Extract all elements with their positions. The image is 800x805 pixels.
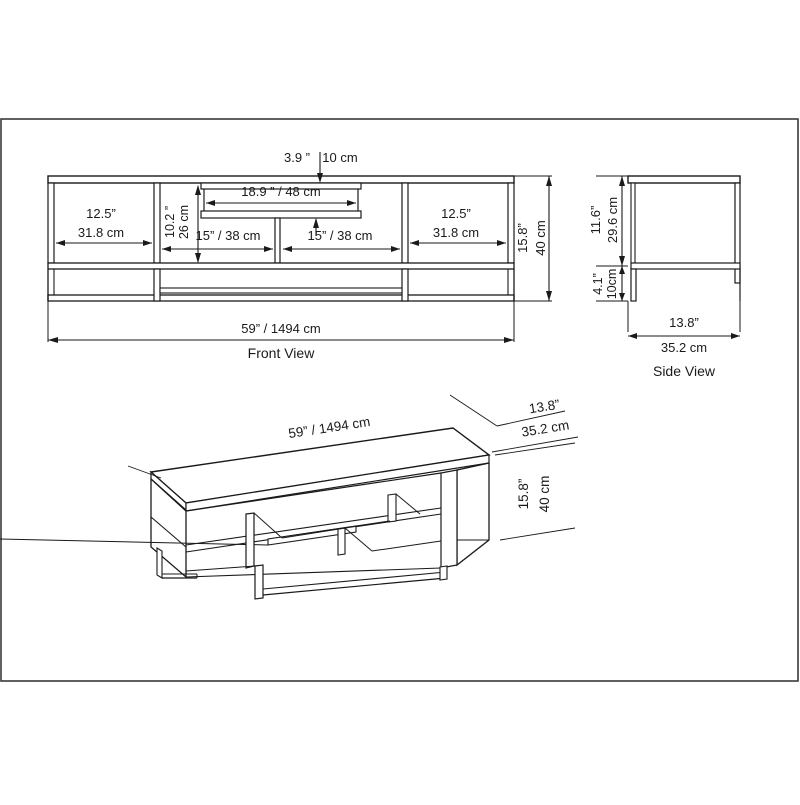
front-top-plate — [47, 175, 515, 184]
front-center-shelf-width-label: 18.9 ” / 48 cm — [241, 184, 320, 199]
front-right-compartment-dimline — [410, 240, 506, 246]
persp-height-cm-label: 40 cm — [537, 476, 552, 513]
front-right-divider — [401, 182, 409, 264]
front-left-side-panel — [47, 182, 55, 264]
front-overall-height-dimline — [546, 176, 552, 301]
side-body-height-cm-label: 29.6 cm — [605, 197, 620, 243]
persp-front-mid-rail — [185, 507, 442, 546]
persp-base-rail-front2 — [262, 571, 447, 590]
front-view-label: Front View — [248, 345, 316, 361]
persp-depth-in-label: 13.8” — [528, 397, 561, 417]
front-inner-height-in-label: 10.2 ” — [163, 206, 177, 238]
front-lower-right-post — [401, 268, 409, 302]
front-right-compartment-in-label: 12.5” — [441, 206, 471, 221]
front-width-extension-lines — [47, 301, 515, 342]
persp-front-bottom-rail — [185, 567, 442, 578]
persp-right-divider-post — [440, 469, 458, 569]
front-left-compartment-in-label: 12.5” — [86, 206, 116, 221]
front-overall-height-in-label: 15.8” — [515, 223, 530, 253]
front-overall-width-label: 59” / 1494 cm — [241, 321, 321, 336]
persp-interior-diag-3 — [395, 493, 421, 515]
side-depth-extension-lines — [627, 301, 741, 332]
front-bay-right-dimline — [283, 246, 400, 252]
front-inner-height-cm-label: 26 cm — [177, 205, 191, 239]
side-top-plate — [627, 175, 741, 184]
side-leg-height-dimline — [619, 266, 625, 301]
front-center-shelf-thickness-arrow — [313, 218, 319, 236]
front-left-compartment-cm-label: 31.8 cm — [78, 225, 124, 240]
side-depth-cm-label: 35.2 cm — [661, 340, 707, 355]
drawing-frame-border — [0, 118, 799, 682]
persp-center-shelf-thickness — [267, 525, 357, 546]
persp-base-post-right — [439, 565, 448, 581]
persp-center-shelf-edge — [0, 538, 269, 546]
persp-left-leg-outer — [156, 547, 163, 579]
front-shelf-thickness-dimline — [317, 152, 323, 183]
front-lower-left-post — [153, 268, 161, 302]
persp-depth-leader-3 — [491, 436, 579, 453]
side-view-label: Side View — [653, 363, 716, 379]
side-depth-dimline — [628, 333, 740, 339]
persp-height-leader-bottom — [499, 527, 576, 541]
persp-interior-post-right — [387, 493, 397, 523]
front-lower-shelf — [47, 262, 515, 270]
front-center-shelf-top — [200, 182, 362, 190]
persp-left-panel-shelf-line — [150, 516, 187, 548]
front-right-side-panel — [507, 182, 515, 264]
side-bottom-panel — [630, 262, 741, 270]
persp-height-in-label: 15.8” — [516, 479, 531, 510]
front-bay-left-dimline — [162, 246, 273, 252]
front-center-shelf-bottom — [200, 210, 362, 219]
persp-interior-post-left — [245, 512, 255, 569]
front-overall-height-cm-label: 40 cm — [533, 220, 548, 255]
front-left-divider — [153, 182, 161, 264]
persp-height-leader-top — [494, 442, 576, 456]
persp-interior-back-edge — [281, 520, 391, 539]
front-left-compartment-dimline — [56, 240, 152, 246]
persp-interior-back-edge2 — [371, 540, 442, 552]
persp-base-post-left — [254, 564, 264, 600]
front-bottom-base-rail — [47, 294, 515, 302]
front-bay-left-label: 15” / 38 cm — [195, 228, 260, 243]
front-lower-inner-rail — [159, 287, 403, 294]
persp-interior-post-mid — [337, 527, 346, 556]
side-leg-height-in-label: 4.1” — [591, 273, 605, 295]
persp-front-top-rail — [185, 472, 442, 512]
persp-interior-diag-1 — [253, 512, 283, 539]
persp-depth-leader-1 — [449, 394, 498, 427]
side-depth-in-label: 13.8” — [669, 315, 699, 330]
side-view-group: 11.6” 29.6 cm 4.1” 10cm 13.8” — [588, 175, 741, 379]
persp-depth-cm-label: 35.2 cm — [520, 417, 570, 439]
side-leg-front — [630, 268, 637, 302]
persp-base-rail-left-connect — [185, 565, 256, 572]
side-body-height-in-label: 11.6” — [588, 206, 603, 235]
side-leg-height-cm-label: 10cm — [605, 269, 619, 300]
front-center-shelf-dimline — [206, 200, 356, 206]
side-front-panel — [630, 182, 636, 264]
persp-width-leader-left — [127, 465, 162, 479]
persp-base-rail-front — [262, 577, 447, 596]
front-shelf-thickness-cm-label: 10 cm — [322, 150, 357, 165]
front-shelf-thickness-in-label: 3.9 ” — [284, 150, 310, 165]
front-center-mullion — [274, 217, 281, 264]
persp-interior-diag-2 — [344, 527, 373, 552]
side-body-height-extension-lines — [596, 175, 628, 302]
side-body-height-dimline — [619, 176, 625, 266]
side-back-panel — [734, 182, 741, 284]
persp-depth-leader-2 — [496, 410, 566, 427]
front-right-compartment-cm-label: 31.8 cm — [433, 225, 479, 240]
front-overall-width-dimline — [48, 337, 514, 343]
persp-right-panel-top — [456, 462, 490, 471]
front-bay-right-label: 15” / 38 cm — [307, 228, 372, 243]
front-height-extension-lines — [514, 175, 552, 302]
front-view-group: 12.5” 31.8 cm 12.5” 31.8 cm 3.9 ” 10 cm — [47, 150, 552, 361]
